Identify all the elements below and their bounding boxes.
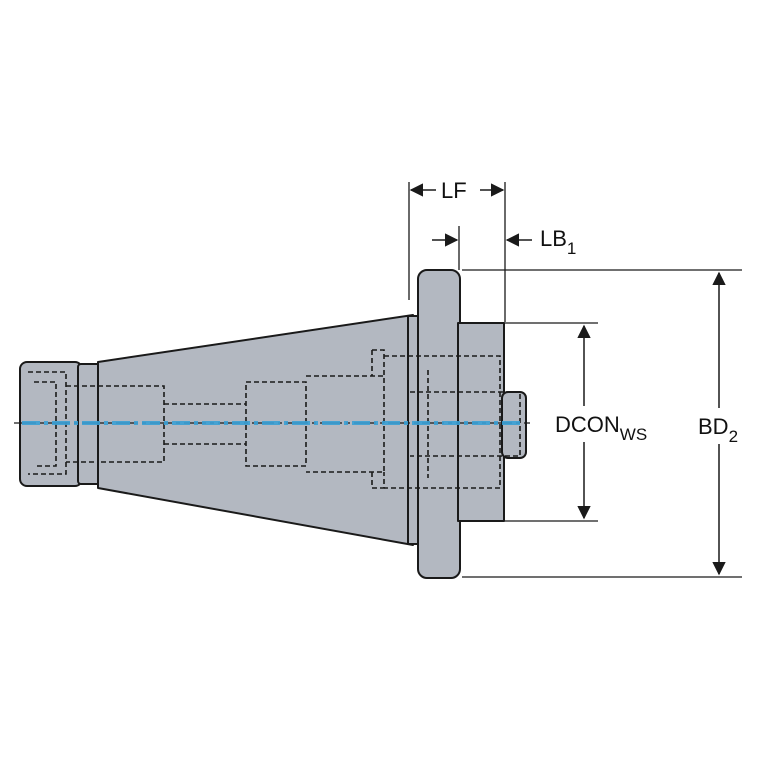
dimension-lb1: LB1: [432, 226, 576, 270]
lf-label: LF: [441, 178, 467, 203]
bd2-label: BD2: [698, 414, 738, 446]
dimension-bd2: BD2: [462, 269, 754, 578]
taper-cone: [97, 314, 414, 546]
dcon-ws-label: DCONWS: [555, 412, 647, 444]
dimension-lf: LF: [408, 178, 506, 322]
lb1-label: LB1: [540, 226, 576, 258]
dimension-dcon-ws: DCONWS: [462, 322, 680, 522]
